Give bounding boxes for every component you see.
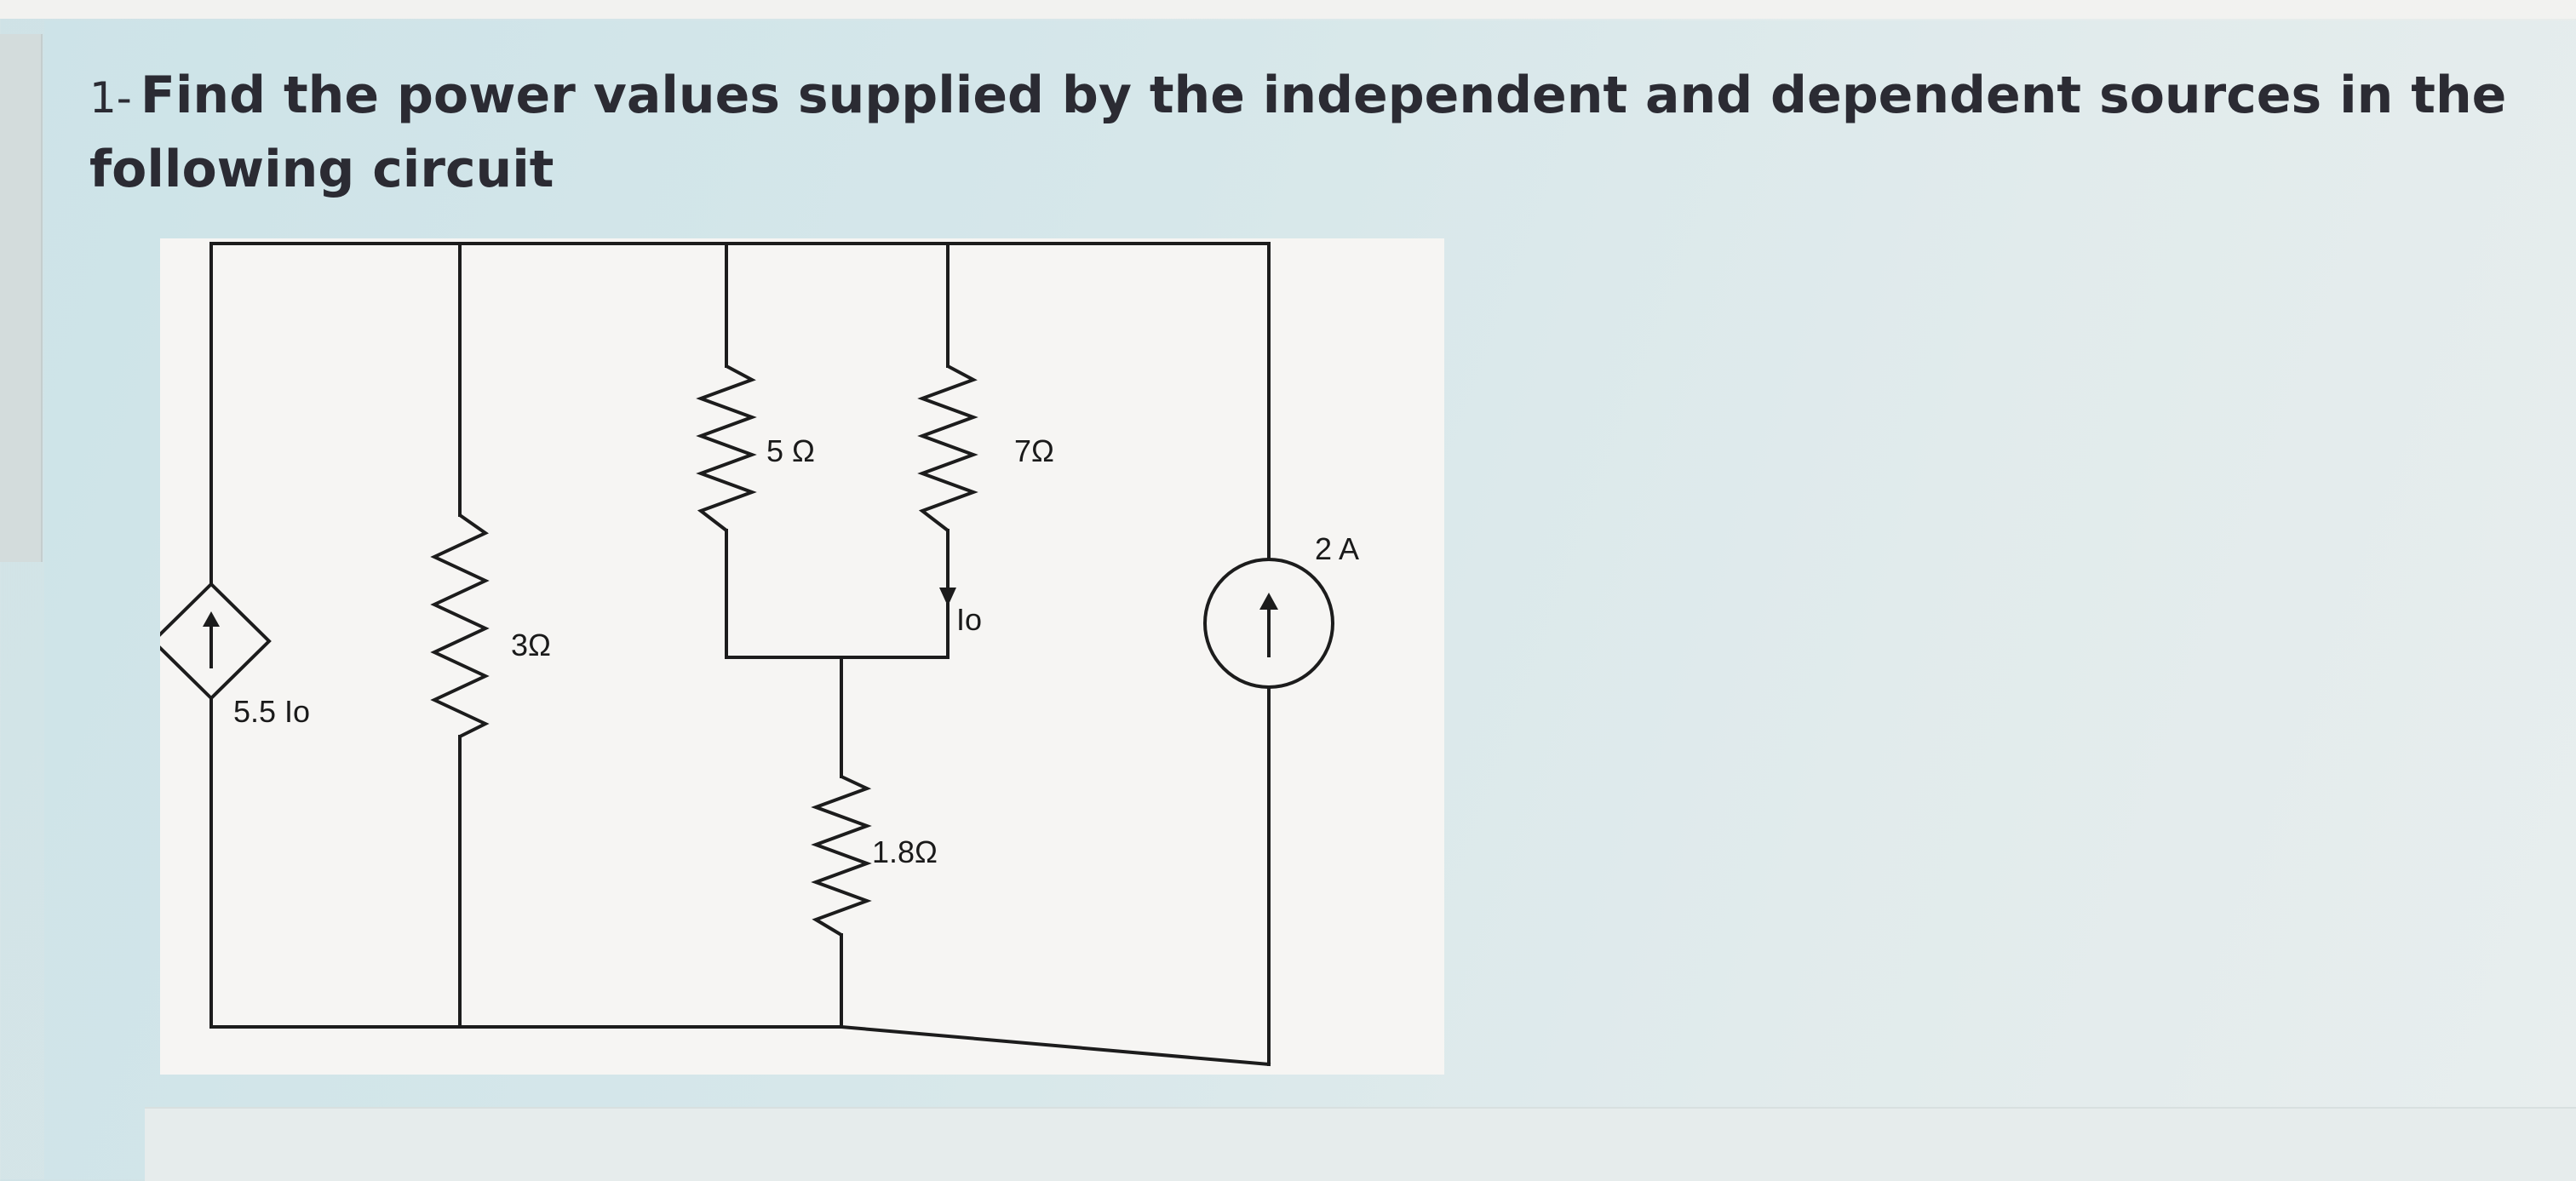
left-panel-edge (0, 34, 43, 562)
circuit-diagram: 5.5 Io 3Ω 5 Ω 7Ω 1.8Ω Io 2 A (160, 242, 1359, 1067)
bottom-toolbar (145, 1107, 2576, 1181)
current-label: Io (956, 602, 982, 637)
r2-wire (725, 242, 839, 659)
diamond-shape (160, 582, 272, 701)
question-text: 1-Find the power values supplied by the … (89, 60, 2559, 205)
r1-label: 3Ω (511, 628, 551, 662)
resistor-7-ohm (917, 364, 978, 532)
resistor-3-ohm (430, 513, 490, 738)
question-number: 1- (89, 73, 132, 123)
screen-top-edge (0, 0, 2576, 19)
source-label: 2 A (1315, 531, 1359, 566)
r4-label: 1.8Ω (872, 834, 938, 869)
question-body: Find the power values supplied by the in… (89, 66, 2507, 199)
dependent-source-label: 5.5 Io (233, 694, 310, 729)
bottom-wire (209, 1025, 1271, 1067)
resistor-1-8-ohm (811, 775, 872, 937)
current-arrow-icon (939, 588, 956, 606)
circuit-figure: 5.5 Io 3Ω 5 Ω 7Ω 1.8Ω Io 2 A (160, 238, 1444, 1075)
resistor-5-ohm (696, 364, 757, 532)
r2-label: 5 Ω (766, 433, 815, 468)
dependent-source (160, 582, 272, 701)
r3-label: 7Ω (1014, 433, 1054, 468)
arrow-head (1259, 593, 1278, 610)
independent-source (1203, 558, 1334, 689)
arrow-head (203, 611, 220, 627)
r3-wire (835, 242, 950, 659)
